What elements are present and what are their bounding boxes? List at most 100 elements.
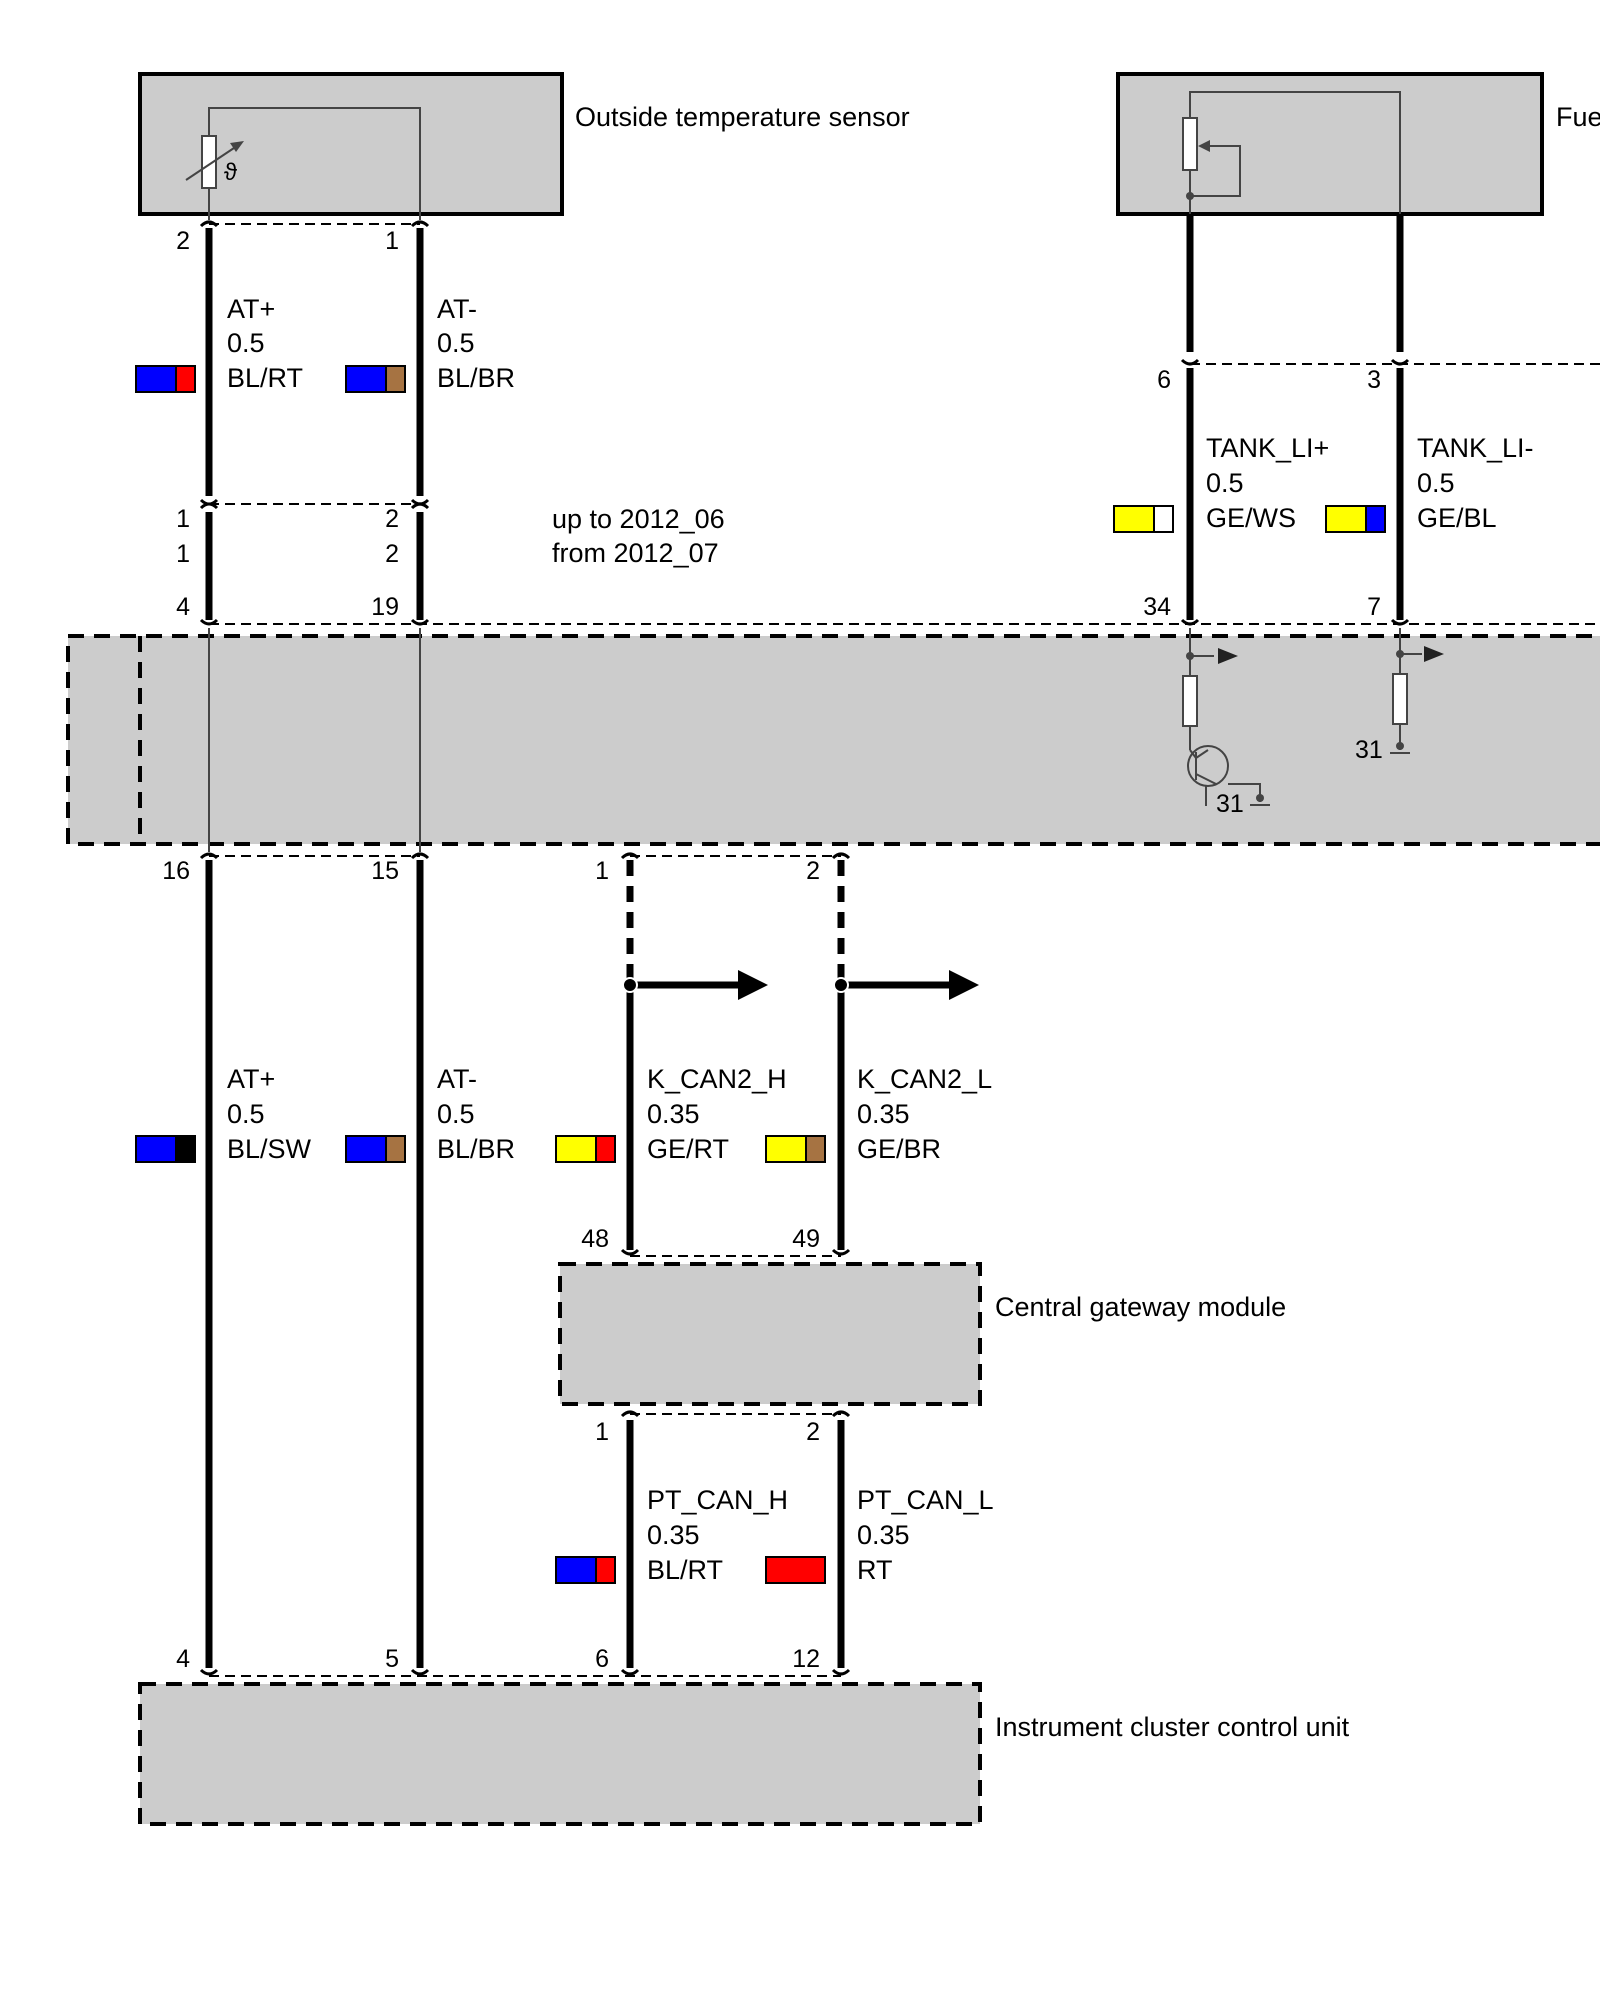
pin-number: 2	[806, 857, 820, 885]
wire-signal-label: AT-	[437, 1064, 477, 1094]
wire-size-label: 0.35	[857, 1520, 910, 1550]
wire-size-label: 0.5	[1417, 468, 1455, 498]
potentiometer-symbol	[1182, 117, 1198, 171]
variant-up-to-label: up to 2012_06	[552, 504, 725, 534]
tank-minus-signal-arrow	[1424, 646, 1444, 662]
instrument-cluster-box	[138, 1682, 982, 1826]
thermistor-theta-symbol: ϑ	[224, 159, 237, 186]
wire-signal-label: TANK_LI-	[1417, 433, 1534, 463]
fuel-sensor-junction	[1186, 192, 1194, 200]
pin-numbers: 2 1 1 1 2 2 4 19 6 3 34 7 16 15 1 2 48 4…	[162, 227, 1381, 1673]
pin-number: 15	[371, 857, 399, 885]
ground-label-tank-minus: 31	[1355, 736, 1383, 764]
pin-number: 6	[595, 1645, 609, 1673]
pin-number: 7	[1367, 593, 1381, 621]
wire-color-swatch	[765, 1135, 826, 1163]
pin-number: 1	[595, 1418, 609, 1446]
pin-number: 6	[1157, 366, 1171, 394]
pin-number: 48	[581, 1225, 609, 1253]
pin-number: 1	[176, 505, 190, 533]
pin-number: 16	[162, 857, 190, 885]
wire-color-code-label: BL/SW	[227, 1134, 312, 1164]
wire-color-code-label: GE/BR	[857, 1134, 941, 1164]
pin-number: 1	[595, 857, 609, 885]
optional-kcan-segments	[626, 860, 845, 985]
wire-signal-label: K_CAN2_H	[647, 1064, 787, 1094]
wire-color-swatch	[135, 365, 196, 393]
pin-number: 19	[371, 593, 399, 621]
wire-color-code-label: GE/WS	[1206, 503, 1296, 533]
wire-signal-label: AT-	[437, 294, 477, 324]
kcan-l-junction	[833, 977, 849, 993]
wire-color-code-label: BL/BR	[437, 1134, 515, 1164]
tank-plus-junction	[1186, 652, 1194, 660]
wire-size-label: 0.35	[647, 1099, 700, 1129]
wire-color-code-label: RT	[857, 1555, 893, 1585]
tank-input-circuit-plus	[1182, 628, 1270, 806]
wire-color-swatch	[1325, 505, 1386, 533]
wire-color-swatches	[135, 365, 1386, 1584]
instrument-cluster-label: Instrument cluster control unit	[995, 1712, 1350, 1742]
wire-signal-label: TANK_LI+	[1206, 433, 1329, 463]
wire-color-code-label: BL/RT	[227, 363, 303, 393]
wire-size-label: 0.5	[227, 328, 265, 358]
pin-number: 4	[176, 593, 190, 621]
wire-color-code-label: BL/BR	[437, 363, 515, 393]
kcan-branch-arrows	[622, 970, 979, 1000]
pin-number: 12	[792, 1645, 820, 1673]
pin-number: 5	[385, 1645, 399, 1673]
wire-signal-label: K_CAN2_L	[857, 1064, 992, 1094]
central-gateway-label: Central gateway module	[995, 1292, 1286, 1322]
wire-color-code-label: GE/BL	[1417, 503, 1497, 533]
wire-color-swatch	[765, 1556, 826, 1584]
wire-size-label: 0.35	[857, 1099, 910, 1129]
fuel-sensor-box	[1116, 72, 1544, 216]
wire-signal-label: PT_CAN_H	[647, 1485, 788, 1515]
wires	[205, 214, 1404, 1668]
pin-number: 3	[1367, 366, 1381, 394]
pin-number: 4	[176, 1645, 190, 1673]
thermistor-arrow	[185, 143, 241, 181]
variant-from-label: from 2012_07	[552, 538, 719, 568]
pin-number: 34	[1143, 593, 1171, 621]
transistor-ground-dot	[1256, 794, 1264, 802]
pin-number: 1	[385, 227, 399, 255]
pin-number: 2	[806, 1418, 820, 1446]
wire-signal-label: AT+	[227, 294, 275, 324]
tank-plus-signal-arrow	[1218, 648, 1238, 664]
middle-control-unit-box	[66, 634, 1600, 846]
wire-color-swatch	[345, 1135, 406, 1163]
pin-number: 2	[176, 227, 190, 255]
central-gateway-box	[558, 1262, 982, 1406]
wire-color-code-label: BL/RT	[647, 1555, 723, 1585]
wire-size-label: 0.35	[647, 1520, 700, 1550]
thermistor-symbol	[201, 135, 217, 189]
wire-size-label: 0.5	[1206, 468, 1244, 498]
wire-color-swatch	[555, 1135, 616, 1163]
wire-color-swatch	[345, 365, 406, 393]
pin-number: 2	[385, 540, 399, 568]
wire-color-swatch	[1113, 505, 1174, 533]
pin-number: 2	[385, 505, 399, 533]
wire-size-label: 0.5	[437, 1099, 475, 1129]
fuel-sensor-label: Fue	[1556, 102, 1600, 132]
pin-number: 1	[176, 540, 190, 568]
connector-outlines	[209, 223, 1600, 1677]
potentiometer-wiper-head	[1198, 140, 1210, 152]
ground-label-transistor: 31	[1216, 790, 1244, 818]
pin-hooks	[199, 220, 1410, 1676]
wire-signal-label: AT+	[227, 1064, 275, 1094]
wire-color-code-label: GE/RT	[647, 1134, 729, 1164]
thermistor-arrow-head	[230, 141, 244, 152]
wire-labels: AT+ 0.5 BL/RT AT- 0.5 BL/BR TANK_LI+ 0.5…	[227, 294, 1534, 1585]
kcan-h-junction	[622, 977, 638, 993]
wire-size-label: 0.5	[227, 1099, 265, 1129]
outside-temp-sensor-label: Outside temperature sensor	[575, 102, 910, 132]
pin-number: 49	[792, 1225, 820, 1253]
wire-color-swatch	[135, 1135, 196, 1163]
tank-minus-junction	[1396, 650, 1404, 658]
wire-signal-label: PT_CAN_L	[857, 1485, 994, 1515]
wire-color-swatch	[555, 1556, 616, 1584]
